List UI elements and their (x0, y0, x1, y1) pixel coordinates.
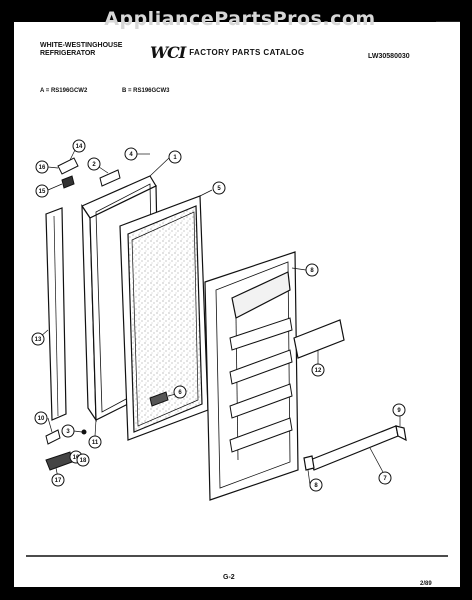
callout-2: 2 (87, 157, 101, 171)
wci-logo: WCI (150, 43, 186, 62)
svg-text:10: 10 (38, 416, 45, 422)
page-number: G-2 (223, 574, 235, 581)
svg-text:16: 16 (73, 455, 80, 461)
callout-11: 11 (88, 435, 102, 449)
brand-line-1: WHITE-WESTINGHOUSE (40, 42, 123, 49)
svg-text:6: 6 (178, 390, 182, 396)
svg-text:4: 4 (129, 152, 133, 158)
callout-3: 3 (61, 424, 75, 438)
svg-text:7: 7 (383, 476, 387, 482)
svg-text:8: 8 (314, 483, 318, 489)
callout-4: 4 (124, 147, 138, 161)
callout-1: 1 (168, 150, 182, 164)
door-trim-strip (45, 207, 67, 421)
callout-9: 9 (392, 403, 406, 417)
callout-16-top: 16 (35, 160, 49, 174)
svg-text:5: 5 (217, 186, 221, 192)
handle-clip (149, 391, 169, 407)
callout-10: 10 (34, 411, 48, 425)
catalog-title: FACTORY PARTS CATALOG (189, 48, 305, 57)
svg-text:13: 13 (35, 337, 42, 343)
top-hinge (57, 157, 79, 189)
callout-12: 12 (311, 363, 325, 377)
callout-6: 6 (173, 385, 187, 399)
model-a: A = RS196GCW2 (40, 88, 88, 94)
svg-text:1: 1 (173, 155, 177, 161)
callout-18: 18 (76, 453, 90, 467)
svg-text:2: 2 (92, 162, 96, 168)
callout-8-bottom: 8 (309, 478, 323, 492)
svg-text:18: 18 (80, 458, 87, 464)
svg-text:3: 3 (66, 429, 70, 435)
svg-text:9: 9 (397, 408, 401, 414)
svg-text:15: 15 (39, 189, 46, 195)
svg-text:8: 8 (310, 268, 314, 274)
callout-8-top: 8 (305, 263, 319, 277)
callout-17: 17 (51, 473, 65, 487)
svg-text:12: 12 (315, 368, 322, 374)
svg-text:11: 11 (92, 440, 99, 446)
callout-14: 14 (72, 139, 86, 153)
callout-13: 13 (31, 332, 45, 346)
svg-text:17: 17 (55, 478, 62, 484)
shelf-front (293, 319, 345, 359)
watermark: AppliancePartsPros.com (104, 8, 376, 30)
svg-text:14: 14 (76, 144, 83, 150)
lower-bracket (303, 425, 407, 471)
brand-line-2: REFRIGERATOR (40, 50, 96, 57)
svg-text:16: 16 (39, 165, 46, 171)
door-shelves (229, 317, 293, 453)
callout-15: 15 (35, 184, 49, 198)
door-liner (119, 195, 209, 441)
catalog-number: LW30580030 (368, 53, 410, 60)
callout-5: 5 (212, 181, 226, 195)
model-b: B = RS196GCW3 (122, 88, 170, 94)
callout-7: 7 (378, 471, 392, 485)
door-stop (99, 169, 121, 187)
revision-date: 2/89 (420, 581, 432, 587)
catalog-brand: WCI FACTORY PARTS CATALOG (150, 43, 305, 62)
